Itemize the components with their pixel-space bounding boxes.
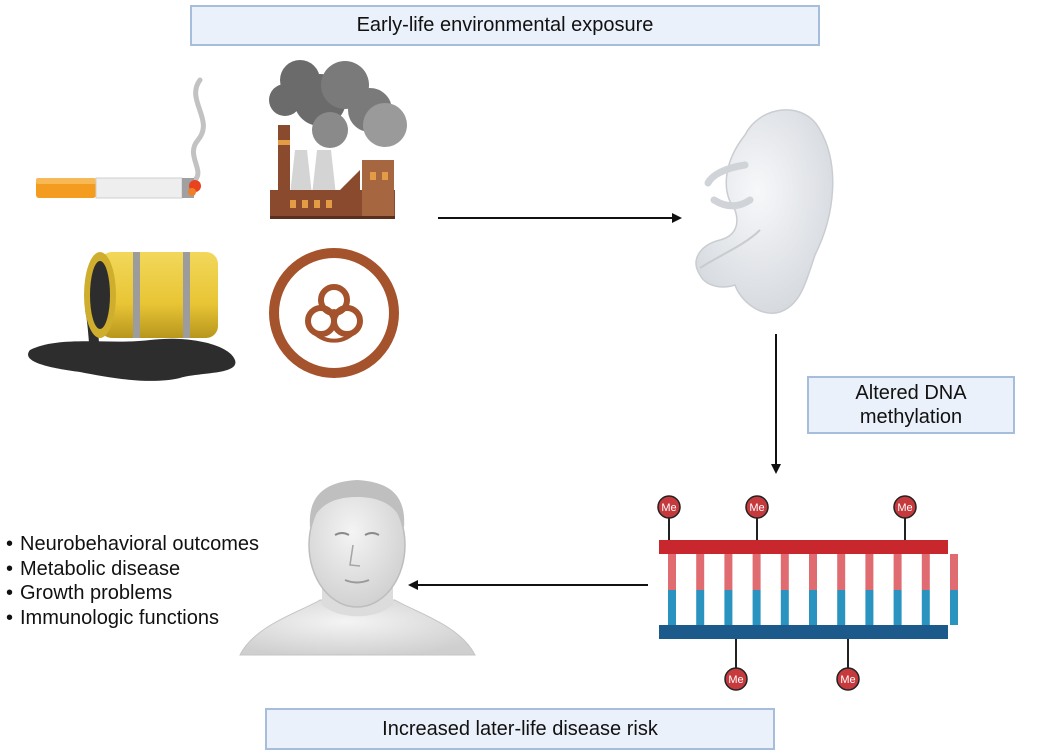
dna-base-red <box>893 554 902 590</box>
exposure-label: Early-life environmental exposure <box>190 5 820 46</box>
methyl-group-marker: Me <box>836 639 860 691</box>
methyl-label: Me <box>661 502 676 514</box>
outcome-item: • Growth problems <box>6 581 259 606</box>
dna-base-blue <box>780 590 789 625</box>
disease-risk-label: Increased later-life disease risk <box>265 708 775 750</box>
dna-base-blue <box>724 590 733 625</box>
dna-base-red <box>752 554 761 590</box>
methyl-group-marker: Me <box>657 495 681 540</box>
biohazard-icon <box>269 248 399 378</box>
dna-base-red <box>809 554 817 590</box>
methyl-group-marker: Me <box>745 495 769 540</box>
dna-base-blue <box>893 590 902 625</box>
dna-top-strand <box>659 540 948 554</box>
dna-base-blue <box>752 590 761 625</box>
fetus-icon <box>695 109 834 314</box>
methyl-circle <box>724 667 748 691</box>
dna-base-blue <box>865 590 874 625</box>
dna-base-red <box>921 554 930 590</box>
methyl-circle <box>745 495 769 519</box>
methyl-group-marker: Me <box>724 639 748 691</box>
methyl-group-marker: Me <box>893 495 917 540</box>
methyl-label: Me <box>728 674 743 686</box>
dna-base-red <box>780 554 789 590</box>
person-head-icon <box>239 480 476 656</box>
dna-base-blue <box>921 590 930 625</box>
methyl-label: Me <box>897 502 912 514</box>
dna-base-blue <box>950 590 958 625</box>
methyl-circle <box>893 495 917 519</box>
outcome-item: • Metabolic disease <box>6 557 259 582</box>
bullet: • <box>6 557 14 580</box>
bullet: • <box>6 533 14 555</box>
outcome-text: Immunologic functions <box>20 606 219 629</box>
dna-base-red <box>950 554 958 590</box>
cigarette-icon <box>36 77 206 199</box>
methyl-circle <box>657 495 681 519</box>
dna-base-blue <box>809 590 817 625</box>
outcome-text: Growth problems <box>20 582 173 604</box>
bullet: • <box>6 582 14 604</box>
dna-base-red <box>668 554 676 590</box>
outcome-item: • Neurobehavioral outcomes <box>6 532 259 557</box>
outcome-text: Metabolic disease <box>20 557 181 580</box>
oil-barrel-icon <box>28 252 236 381</box>
dna-base-blue <box>696 590 705 625</box>
dna-base-red <box>696 554 705 590</box>
dna-bottom-strand <box>659 625 948 639</box>
factory-icon <box>269 60 407 219</box>
dna-base-red <box>865 554 874 590</box>
dna-base-blue <box>668 590 676 625</box>
dna-base-blue <box>837 590 846 625</box>
dna-base-red <box>724 554 733 590</box>
methyl-label: Me <box>749 502 764 514</box>
outcome-text: Neurobehavioral outcomes <box>20 533 260 555</box>
dna-base-red <box>837 554 846 590</box>
bullet: • <box>6 606 14 629</box>
methylation-label: Altered DNA methylation <box>807 376 1015 434</box>
outcomes-list: • Neurobehavioral outcomes • Metabolic dis… <box>6 532 259 630</box>
methyl-circle <box>836 667 860 691</box>
methyl-label: Me <box>840 674 855 686</box>
outcome-item: • Immunologic functions <box>6 606 259 631</box>
